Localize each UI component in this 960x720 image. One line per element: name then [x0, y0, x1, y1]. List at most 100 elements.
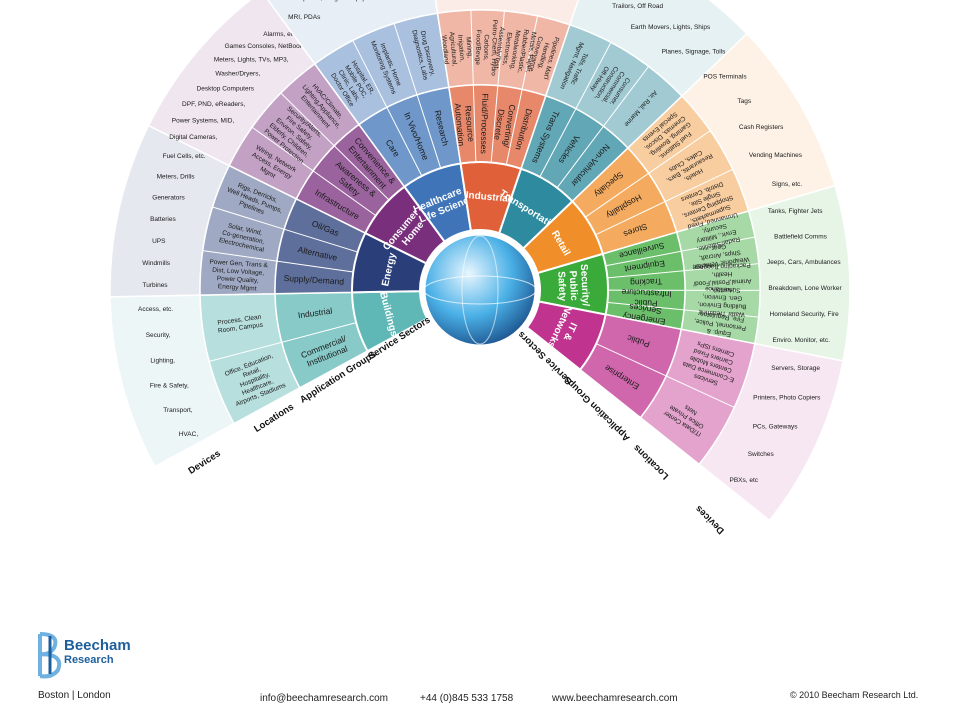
device-label-retail: Signs, etc. [772, 181, 803, 188]
device-label-buildings: Access, etc. [138, 306, 173, 313]
svg-text:Desktop Computers: Desktop Computers [197, 85, 255, 92]
group-divider [505, 15, 539, 165]
device-label-buildings: Lighting, [150, 358, 175, 365]
svg-text:Windmills: Windmills [142, 260, 171, 267]
svg-text:Meters, Lights, TVs, MP3,: Meters, Lights, TVs, MP3, [214, 56, 289, 63]
group-divider [605, 236, 756, 267]
website-link[interactable]: www.beechamresearch.com [552, 693, 678, 704]
svg-text:POS Terminals: POS Terminals [703, 74, 747, 81]
group-label-buildings: Industrial [297, 306, 333, 321]
svg-text:MRI, PDAs: MRI, PDAs [288, 14, 321, 21]
device-label-consumer: Washer/Dryers, [215, 71, 260, 78]
svg-text:Surveillance: Surveillance [705, 285, 741, 294]
svg-text:Tracking: Tracking [630, 277, 663, 289]
group-label-industrial: Fluid/Processes [479, 93, 491, 154]
device-label-retail: Vending Machines [749, 152, 803, 159]
svg-text:Access, etc.: Access, etc. [138, 306, 173, 313]
location-label-security: Human,Animal,Postal,Food/Health,Packagin… [692, 261, 752, 294]
ring-header-right: Devices [693, 503, 726, 536]
device-label-retail: Cash Registers [739, 124, 784, 131]
svg-text:Industrial: Industrial [465, 190, 511, 205]
svg-text:Fuel Cells, etc.: Fuel Cells, etc. [163, 153, 206, 160]
svg-text:Supply/Demand: Supply/Demand [283, 273, 344, 287]
svg-text:Automation: Automation [453, 103, 467, 147]
svg-text:Industrial: Industrial [297, 306, 333, 321]
svg-text:Irrigation,: Irrigation, [456, 34, 465, 62]
device-label-consumer: Power Systems, MID, [172, 117, 235, 124]
device-label-healthcare: Implants, Surgical Equipment [296, 0, 381, 2]
group-divider [352, 40, 423, 177]
svg-text:Generators: Generators [152, 194, 185, 201]
svg-text:Discrete: Discrete [492, 108, 507, 141]
svg-text:PCs, Gateways: PCs, Gateways [753, 423, 799, 430]
svg-text:Enviro. Monitor, etc.: Enviro. Monitor, etc. [772, 337, 830, 344]
svg-text:Human,: Human, [711, 286, 734, 294]
svg-text:Food/Bevge: Food/Bevge [474, 30, 482, 66]
device-label-energy: Windmills [142, 260, 171, 267]
device-label-energy: Generators [152, 194, 185, 201]
group-divider [209, 322, 357, 362]
svg-text:Power Systems, MID,: Power Systems, MID, [172, 117, 235, 124]
svg-text:Equip. &: Equip. & [706, 327, 732, 338]
svg-text:Agricultural,: Agricultural, [448, 32, 458, 67]
svg-text:Services: Services [629, 302, 663, 317]
location-label-security: Radar/Satellite,Envir., MilitarySecurity… [687, 211, 741, 252]
company-name-line2: Research [64, 654, 114, 666]
device-label-transportation: Earth Movers, Lights, Ships [631, 24, 711, 31]
device-label-energy: Meters, Drills [157, 173, 196, 180]
group-label-industrial: Converting/Discrete [492, 104, 517, 149]
svg-text:Breakdown, Lone Worker: Breakdown, Lone Worker [768, 285, 842, 292]
device-label-consumer: Digital Cameras, [169, 134, 217, 141]
svg-text:Mining,: Mining, [464, 37, 473, 59]
svg-text:Infrastructure: Infrastructure [621, 287, 672, 299]
device-label-consumer: DPF, PND, eReaders, [182, 101, 245, 108]
contact-email[interactable]: info@beechamresearch.com [260, 693, 388, 704]
location-label-energy: Power Gen, Trans &Dist, Low Voltage,Powe… [209, 259, 269, 293]
device-label-transportation: Trailors, Off Road [612, 3, 663, 10]
svg-text:Batteries: Batteries [150, 216, 176, 223]
sector-it_networks[interactable] [525, 300, 607, 372]
group-label-security: Tracking [630, 277, 663, 289]
device-label-energy: Turbines [143, 282, 169, 289]
svg-text:HVAC,: HVAC, [179, 431, 199, 438]
device-label-it_networks: PBXs, etc [729, 477, 758, 484]
svg-text:Jeeps, Cars, Ambulances: Jeeps, Cars, Ambulances [767, 259, 841, 266]
copyright-text: © 2010 Beecham Research Ltd. [790, 690, 919, 700]
device-label-transportation: Planes, Signage, Tolls, etc. [662, 49, 740, 56]
svg-text:Petro-Chem, Hydro: Petro-Chem, Hydro [490, 20, 499, 77]
svg-text:Homeland Security, Fire: Homeland Security, Fire [770, 311, 840, 318]
group-divider [607, 301, 759, 318]
svg-text:Security,: Security, [146, 332, 171, 339]
svg-text:Trailors, Off Road: Trailors, Off Road [612, 3, 663, 10]
ring-header-left: Devices [186, 448, 222, 477]
device-label-security: Enviro. Monitor, etc. [772, 337, 830, 344]
svg-text:Tags: Tags [737, 98, 751, 105]
device-label-it_networks: PCs, Gateways [753, 423, 799, 430]
svg-text:Carbons,: Carbons, [482, 34, 490, 61]
device-label-energy: Batteries [150, 216, 176, 223]
ring-header-right: Locations [631, 442, 671, 481]
svg-text:Public: Public [567, 270, 579, 301]
svg-text:Printers, Photo Copiers: Printers, Photo Copiers [753, 395, 821, 402]
svg-text:Power Quality,: Power Quality, [217, 275, 259, 285]
svg-text:Lighting,: Lighting, [150, 358, 175, 365]
svg-text:Energy Mgmt: Energy Mgmt [218, 283, 257, 292]
svg-text:Health,: Health, [711, 270, 732, 278]
office-cities: Boston | London [38, 690, 111, 701]
device-label-consumer: Meters, Lights, TVs, MP3, [214, 56, 289, 63]
location-label-retail: Hotels,Resaurants, Bars,Cafes, Clubs [665, 148, 714, 183]
svg-text:Signs, etc.: Signs, etc. [772, 181, 803, 188]
device-label-buildings: Transport, [163, 407, 193, 414]
device-label-consumer: Games Consoles, NetBooks [225, 43, 307, 50]
device-label-it_networks: Servers, Storage [771, 365, 820, 372]
svg-text:Meters, Drills: Meters, Drills [157, 173, 196, 180]
svg-text:Woodland: Woodland [440, 35, 450, 65]
svg-text:Building Environ,: Building Environ, [697, 300, 746, 309]
svg-text:Earth Movers, Lights, Ships: Earth Movers, Lights, Ships [631, 24, 711, 31]
svg-text:Implants, Surgical Equipment: Implants, Surgical Equipment [296, 0, 381, 2]
group-divider [470, 10, 477, 163]
svg-text:Tanks, Fighter Jets: Tanks, Fighter Jets [768, 208, 823, 215]
sector-label-industrial: Industrial [465, 190, 511, 205]
